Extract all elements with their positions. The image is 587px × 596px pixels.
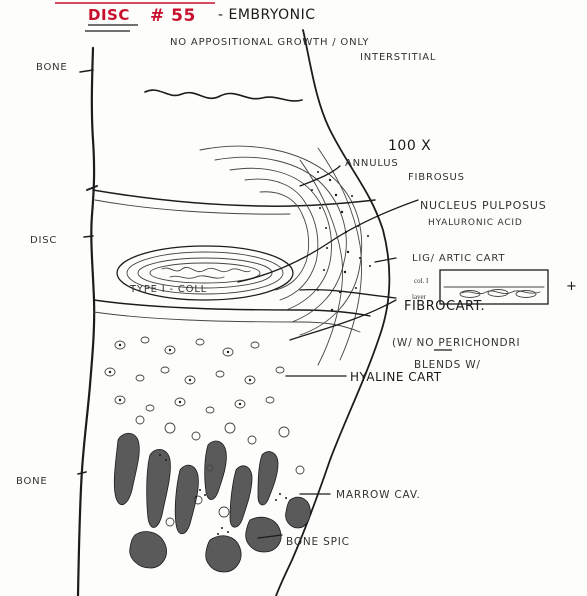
magnification-label: 100 X xyxy=(388,138,431,154)
fibrocart-label: FIBROCART. xyxy=(404,299,485,314)
lig-artic-label: LIG/ ARTIC CART xyxy=(412,253,505,264)
interstitial-note: INTERSTITIAL xyxy=(360,52,436,63)
inset-col-label: col. I xyxy=(414,277,429,285)
bone-spicules xyxy=(114,433,310,572)
perichondrium-label: (W/ NO PERICHONDRI xyxy=(392,337,520,349)
upper-bone-edge xyxy=(145,90,302,101)
inset-plus-mark: + xyxy=(566,279,577,294)
hyaline-cells xyxy=(105,337,284,413)
disc-side-label: DISC xyxy=(30,235,57,246)
hyaline-label: HYALINE CART xyxy=(350,370,442,384)
bone-top-label: BONE xyxy=(36,62,68,73)
annulus-label: ANNULUS xyxy=(345,158,398,169)
disc-title: DISC xyxy=(88,6,130,24)
hyaluronic-label: HYALURONIC ACID xyxy=(428,218,523,228)
nucleus-label: NUCLEUS PULPOSUS xyxy=(420,199,547,212)
marrow-label: MARROW CAV. xyxy=(336,489,421,501)
disc-number: # 55 xyxy=(150,6,196,26)
annulus-lamellae xyxy=(200,146,362,335)
left-boundary xyxy=(78,48,97,596)
fibrosus-label: FIBROSUS xyxy=(408,172,465,183)
bone-spic-label: BONE SPIC xyxy=(286,536,350,548)
bone-bottom-label: BONE xyxy=(16,476,48,487)
embryonic-note: - EMBRYONIC xyxy=(218,7,316,23)
type-coll-label: TYPE I - COLL xyxy=(129,284,207,295)
header: DISC # 55 - EMBRYONIC NO APPOSITIONAL GR… xyxy=(55,3,436,63)
appositional-note: NO APPOSITIONAL GROWTH / ONLY xyxy=(170,37,369,48)
